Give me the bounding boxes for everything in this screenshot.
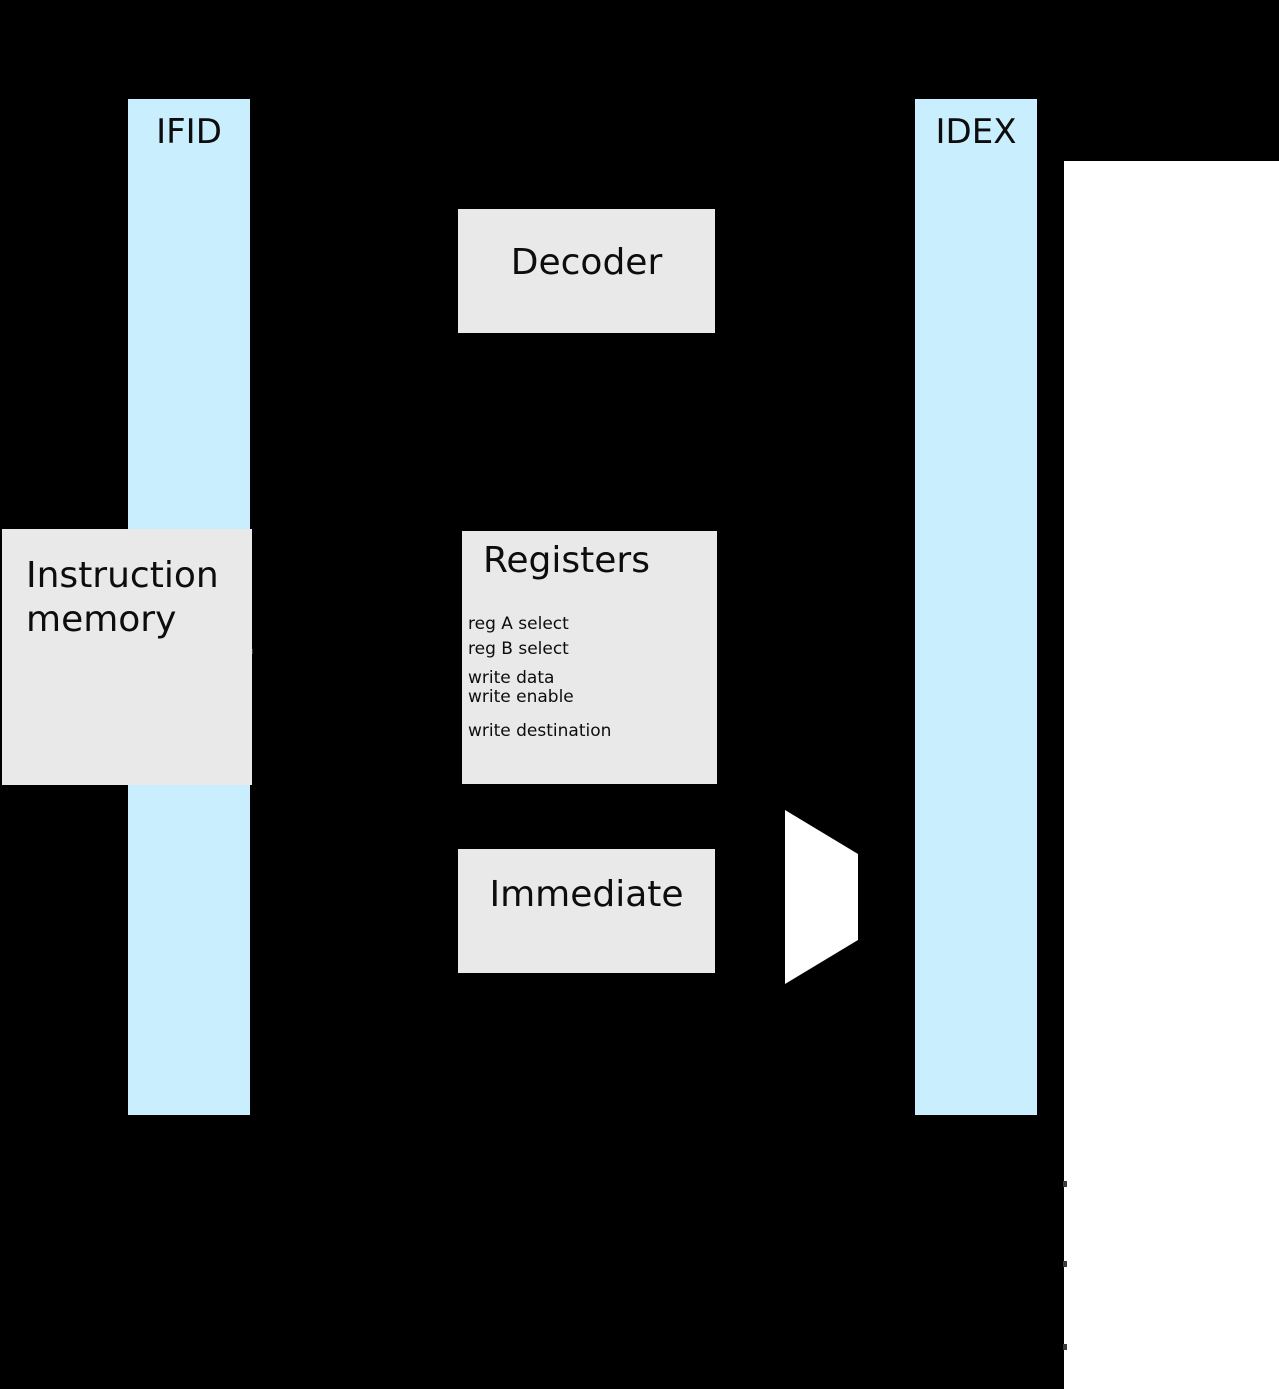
register-port-reg-a-select: reg A select (468, 614, 569, 634)
connector-notch (1063, 1181, 1067, 1187)
register-port-write-data: write data (468, 668, 555, 688)
pipeline-register-idex-label: IDEX (935, 112, 1017, 152)
operand-mux[interactable] (783, 808, 863, 988)
pipeline-register-idex[interactable]: IDEX (915, 99, 1037, 1115)
block-decoder[interactable]: Decoder (458, 209, 715, 333)
connector-notch (1063, 1344, 1067, 1350)
connector-notch (1063, 1261, 1067, 1267)
block-instruction-memory-label: Instruction memory (26, 555, 219, 640)
register-port-reg-b-select: reg B select (468, 639, 569, 659)
block-registers[interactable]: Registers reg A select reg B select writ… (462, 531, 717, 784)
block-instruction-memory[interactable]: Instruction memory (2, 529, 252, 785)
register-port-write-destination: write destination (468, 721, 612, 741)
white-panel-region (1064, 161, 1279, 1389)
block-immediate[interactable]: Immediate (458, 849, 715, 973)
register-port-write-enable: write enable (468, 687, 574, 707)
block-registers-label: Registers (483, 540, 650, 581)
mux-trapezoid-icon (785, 810, 858, 984)
block-immediate-label: Immediate (489, 874, 684, 915)
pipeline-register-ifid-label: IFID (156, 112, 222, 152)
block-decoder-label: Decoder (510, 242, 663, 283)
